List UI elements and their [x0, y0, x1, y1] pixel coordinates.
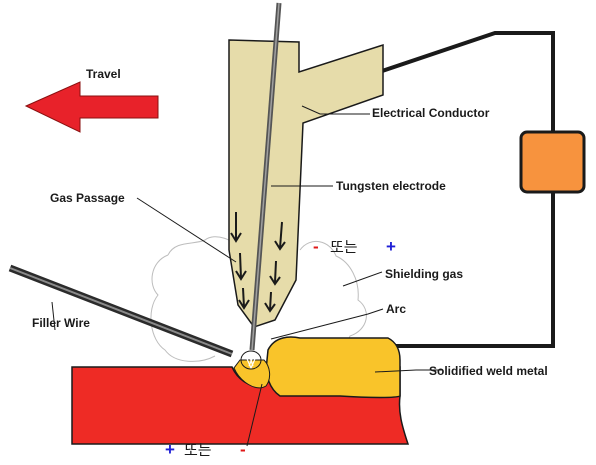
- label-tungsten-electrode: Tungsten electrode: [336, 179, 446, 193]
- label-arc: Arc: [386, 302, 406, 316]
- label-gas-passage: Gas Passage: [50, 191, 125, 205]
- power-source-icon: [519, 130, 586, 194]
- plus-sign: +: [386, 237, 396, 256]
- torch-body: [228, 39, 384, 328]
- polarity-or-text: 또는: [330, 238, 358, 256]
- minus-sign: -: [313, 237, 319, 256]
- label-travel: Travel: [86, 67, 121, 81]
- plus-sign: +: [165, 440, 175, 459]
- polarity-or-text: 또는: [184, 441, 212, 459]
- weld-pool: [233, 359, 271, 389]
- arc-icon: [240, 350, 262, 370]
- label-shielding-gas: Shielding gas: [385, 267, 463, 281]
- polarity-electrode: - 또는 +: [313, 237, 396, 256]
- solidified-weld-metal: [265, 336, 401, 399]
- label-electrical-conductor: Electrical Conductor: [372, 106, 490, 120]
- minus-sign: -: [240, 440, 246, 459]
- label-solidified-weld-metal: Solidified weld metal: [429, 364, 548, 378]
- polarity-workpiece: + 또는 -: [165, 440, 246, 459]
- gas-flow-arrows: [230, 212, 286, 313]
- circuit-wire-return: [395, 192, 555, 348]
- label-filler-wire: Filler Wire: [32, 316, 90, 330]
- travel-arrow-icon: [24, 81, 159, 133]
- leader-lines: [51, 105, 442, 447]
